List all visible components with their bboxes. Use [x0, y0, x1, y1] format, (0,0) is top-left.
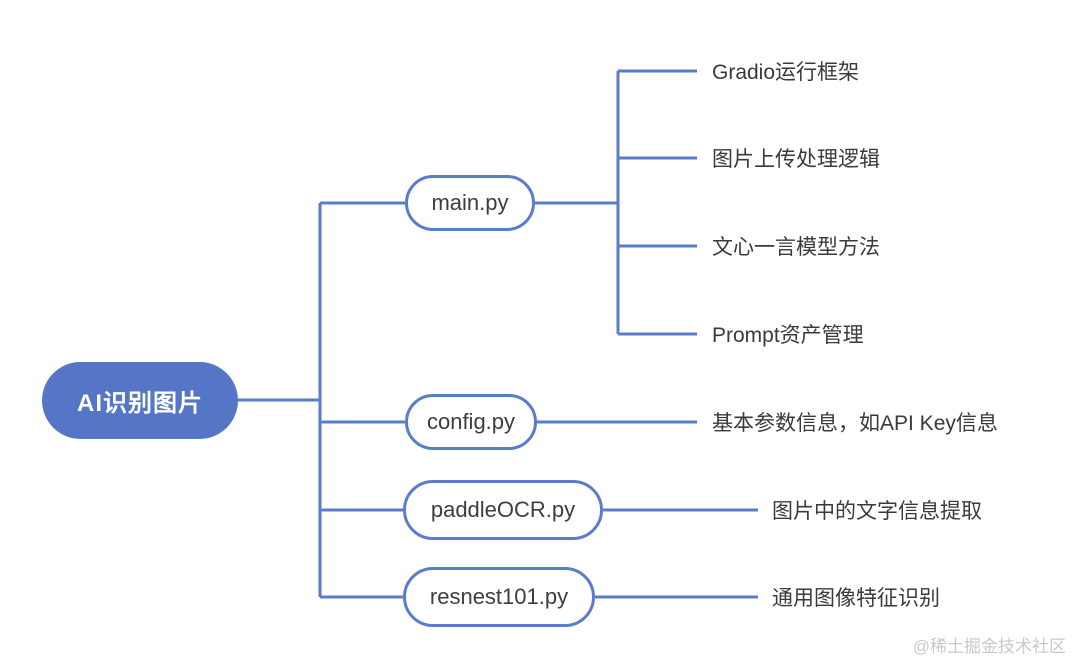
branch-node-paddleocr-py: paddleOCR.py [403, 480, 603, 540]
branch-node-config-py: config.py [405, 394, 537, 450]
watermark: @稀土掘金技术社区 [912, 637, 1066, 656]
branch-node-main-py: main.py [405, 175, 535, 231]
branch-node-label: resnest101.py [429, 584, 569, 609]
leaf-label-ocr-text-extraction: 图片中的文字信息提取 [772, 500, 982, 523]
leaf-label-general-image-feature-recognition: 通用图像特征识别 [772, 587, 940, 610]
branch-node-label: config.py [426, 409, 516, 434]
leaf-label-image-upload-logic: 图片上传处理逻辑 [712, 148, 880, 171]
root-node-label: AI识别图片 [77, 390, 203, 417]
leaf-label-basic-params-api-key: 基本参数信息，如API Key信息 [712, 412, 998, 435]
leaf-label-prompt-asset-management: Prompt资产管理 [712, 324, 864, 347]
leaf-label-wenxin-model-method: 文心一言模型方法 [712, 236, 880, 259]
branch-node-resnest101-py: resnest101.py [403, 567, 595, 627]
branch-node-label: paddleOCR.py [430, 497, 576, 522]
branch-node-label: main.py [431, 190, 509, 215]
leaf-label-gradio-framework: Gradio运行框架 [712, 61, 860, 84]
root-node-ai-image-recognition: AI识别图片 [42, 362, 238, 439]
